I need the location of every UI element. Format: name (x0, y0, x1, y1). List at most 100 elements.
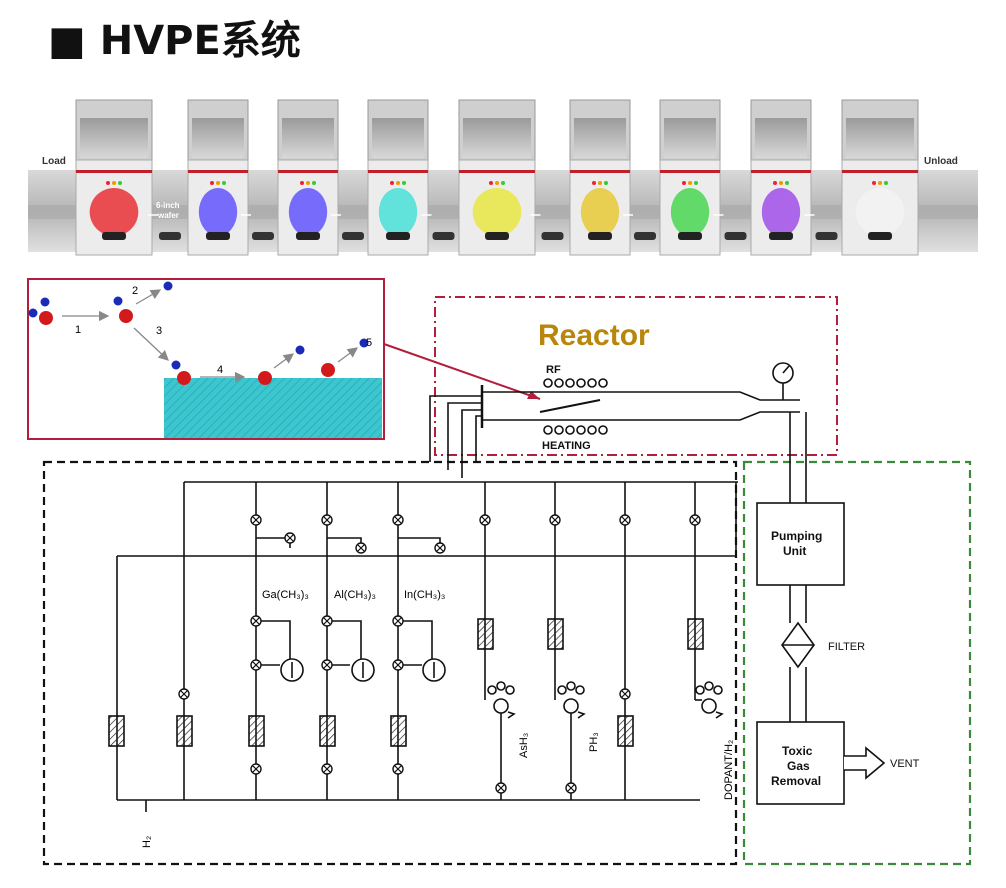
valve (250, 763, 262, 775)
dopant-cylinder (695, 681, 724, 719)
rf-label: RF (546, 364, 561, 376)
valve (392, 659, 404, 671)
atom (163, 281, 173, 291)
valve (434, 542, 446, 554)
step-number: 4 (217, 364, 223, 376)
vent-arrow (844, 746, 886, 780)
valve (355, 542, 367, 554)
station (458, 99, 536, 256)
station (367, 99, 429, 256)
station (187, 99, 249, 256)
valve (392, 514, 404, 526)
wafer (541, 232, 564, 240)
valve (178, 688, 190, 700)
unload-label: Unload (924, 156, 958, 167)
al-label: Al(CH₃)₃ (334, 589, 376, 601)
atom (28, 308, 38, 318)
wafer (342, 232, 364, 240)
reactor: Reactor RF HEATING (429, 319, 807, 503)
step-number: 3 (156, 325, 162, 337)
wafer-label-2: wafer (157, 211, 179, 220)
step-arrow (133, 327, 169, 361)
dopant-label: DOPANT/H₂ (723, 740, 735, 800)
susceptor (539, 399, 601, 413)
zoom-connector (383, 343, 541, 400)
svg-text:Gas: Gas (787, 759, 810, 773)
step-arrow (273, 353, 295, 369)
atom (40, 297, 50, 307)
gas-labels: Ga(CH₃)₃ Al(CH₃)₃ In(CH₃)₃ AsH₃ PH₃ DOPA… (141, 589, 735, 848)
plasma-glow (89, 188, 139, 236)
vent-label: VENT (890, 758, 920, 770)
flow-controllers (108, 618, 704, 747)
plasma-glow (670, 188, 710, 236)
valve (565, 782, 577, 794)
valve (549, 514, 561, 526)
plasma-glow (472, 188, 522, 236)
rf-coils-bottom (543, 425, 608, 435)
h2-label: H₂ (141, 836, 153, 848)
process-inset: 1 2 3 4 5 (27, 278, 541, 440)
page-title: ■ HVPE系统 (48, 18, 301, 64)
ph3-cylinder (557, 681, 586, 719)
svg-text:Toxic: Toxic (782, 744, 813, 758)
station (659, 99, 721, 256)
plasma-glow (855, 188, 905, 236)
reactor-region (434, 296, 838, 456)
atom (258, 371, 272, 385)
wafer (634, 232, 656, 240)
station (75, 99, 153, 256)
svg-text:Pumping: Pumping (771, 529, 822, 543)
exhaust: Pumping Unit FILTER Toxic Gas Removal VE… (756, 502, 920, 805)
valve (321, 514, 333, 526)
step-arrow (135, 289, 162, 305)
valve (619, 688, 631, 700)
gas-supply-region (42, 460, 738, 866)
step-number: 2 (132, 285, 138, 297)
valve (250, 615, 262, 627)
station (750, 99, 812, 256)
plasma-glow (288, 188, 328, 236)
ph3-label: PH₃ (588, 732, 600, 752)
ash3-label: AsH₃ (518, 733, 530, 758)
in-label: In(CH₃)₃ (404, 589, 445, 601)
valve (392, 615, 404, 627)
atom (113, 296, 123, 306)
station (277, 99, 339, 256)
plasma-glow (761, 188, 801, 236)
valve (284, 532, 296, 544)
ash3-cylinder (487, 681, 516, 719)
ga-label: Ga(CH₃)₃ (262, 589, 309, 601)
wafer (159, 232, 181, 240)
heating-label: HEATING (542, 440, 591, 452)
step-arrow (337, 347, 359, 363)
svg-text:Unit: Unit (783, 544, 806, 558)
wafer (252, 232, 274, 240)
atom (39, 311, 53, 325)
plasma-glow (580, 188, 620, 236)
gas-manifold (108, 481, 738, 812)
wafer-label: 6-inch (156, 201, 180, 210)
step-number: 1 (75, 324, 81, 336)
valve (321, 615, 333, 627)
plasma-glow (198, 188, 238, 236)
rf-coils-top (543, 378, 608, 388)
valve (250, 659, 262, 671)
valve (495, 782, 507, 794)
reactor-tube (482, 391, 800, 401)
valve (250, 514, 262, 526)
svg-text:Removal: Removal (771, 774, 821, 788)
valve (321, 659, 333, 671)
atom (295, 345, 305, 355)
station (841, 99, 919, 256)
valve (392, 763, 404, 775)
atom (119, 309, 133, 323)
valve (321, 763, 333, 775)
plasma-glow (378, 188, 418, 236)
wafer (724, 232, 747, 240)
valves (178, 514, 701, 794)
filter-label: FILTER (828, 641, 865, 653)
station (569, 99, 631, 256)
wafer (432, 232, 455, 240)
